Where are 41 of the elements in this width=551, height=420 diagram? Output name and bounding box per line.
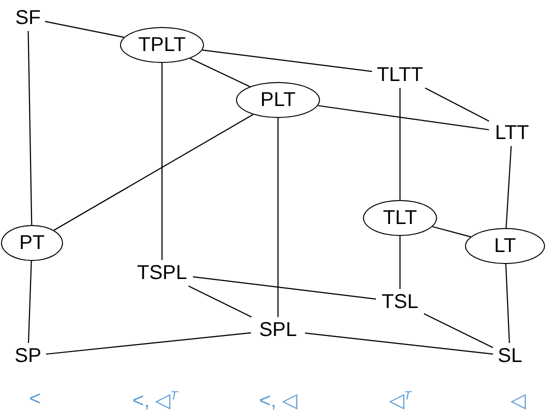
ellipse-node xyxy=(1,225,63,261)
node-label: LTT xyxy=(489,120,535,146)
node-label: TSL xyxy=(376,289,424,315)
node-label: SP xyxy=(10,343,46,369)
node-label: PLT xyxy=(260,88,296,112)
relation-symbol: ◁ xyxy=(510,389,526,413)
node-label: SF xyxy=(11,5,45,31)
connector-line xyxy=(202,50,372,72)
connector-line xyxy=(399,88,401,200)
node-label: SL xyxy=(493,343,527,369)
node-label: PT xyxy=(19,232,45,254)
relation-symbol: <, ◁$^{T}$ xyxy=(132,388,178,413)
connector-line xyxy=(318,105,490,130)
node-label: TPLT xyxy=(138,34,186,56)
relation-symbol: ◁$^{T}$ xyxy=(388,388,412,413)
connector-line xyxy=(54,114,254,231)
connector-line xyxy=(190,58,250,88)
connector-line xyxy=(28,260,32,344)
connector-line xyxy=(161,63,163,260)
relation-symbol: <, ◁ xyxy=(259,389,297,413)
connector-line xyxy=(188,286,252,318)
node-label: LT xyxy=(494,234,516,258)
connector-line xyxy=(277,118,279,317)
connector-line xyxy=(424,88,490,122)
connector-line xyxy=(506,146,512,228)
connector-line xyxy=(28,31,32,225)
connector-line xyxy=(505,264,510,344)
ellipse-node xyxy=(465,228,545,264)
node-label: TLTT xyxy=(372,62,428,88)
connector-line xyxy=(304,332,494,355)
connector-line xyxy=(424,313,494,348)
relation-symbol: < xyxy=(29,388,41,411)
connector-line xyxy=(44,20,124,38)
connector-line xyxy=(432,226,471,238)
connector-line xyxy=(192,276,376,300)
node-label: TSPL xyxy=(131,260,193,286)
connector-line xyxy=(46,332,252,355)
connector-line xyxy=(399,236,401,289)
ellipse-node xyxy=(363,200,437,236)
node-label: SPL xyxy=(251,317,305,343)
node-label: TLT xyxy=(382,206,418,230)
